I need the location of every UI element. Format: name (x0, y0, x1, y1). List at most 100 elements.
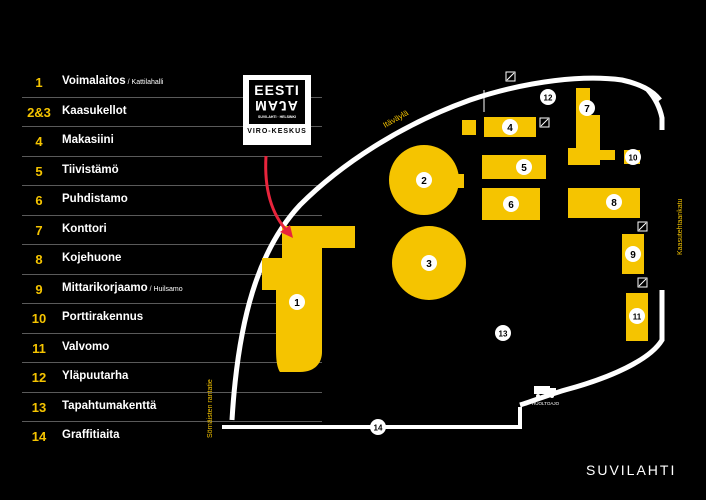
logo-line-suvilahti: SUVILAHTI · HELSINKI (258, 115, 296, 119)
marker-13: 13 (495, 325, 511, 341)
legend-number: 1 (35, 75, 43, 90)
legend-number: 13 (31, 399, 47, 415)
marker-6: 6 (503, 196, 519, 212)
legend-item: 9 Mittarikorjaamo / Huilsamo (22, 275, 322, 304)
svg-text:1: 1 (294, 298, 300, 309)
marker-8: 8 (606, 194, 622, 210)
legend-label: Mittarikorjaamo / Huilsamo (62, 282, 183, 294)
marker-14: 14 (370, 419, 386, 435)
legend-item: 6 Puhdistamo (22, 186, 322, 216)
legend-label: Yläpuutarha (62, 370, 128, 382)
kaasutehtaankatu-road (519, 290, 665, 408)
building-4-annex (462, 120, 476, 135)
truck-icon (534, 386, 556, 398)
brand-wordmark: SUVILAHTI (586, 462, 677, 478)
marker-10: 10 (625, 149, 641, 165)
legend-label-text: Valvomo (62, 340, 110, 353)
svg-text:10: 10 (629, 154, 638, 163)
legend-number: 8 (35, 252, 43, 267)
arrow-head (280, 225, 293, 238)
legend-label: Konttori (62, 223, 107, 235)
legend-label-text: Graffitiaita (62, 429, 120, 441)
legend-label-text: Konttori (62, 222, 107, 235)
legend-label: Tiivistämö (62, 164, 119, 176)
legend-sublabel: / Huilsamo (147, 285, 183, 293)
legend-item: 13 Tapahtumakenttä (22, 393, 322, 422)
legend-item: 4 Makasiini (22, 127, 322, 157)
legend-label: Tapahtumakenttä (62, 400, 156, 412)
legend-number: 4 (35, 134, 43, 149)
legend-item: 14 Graffitiaita (22, 422, 322, 451)
legend-number: 5 (35, 163, 43, 179)
legend-item: 11 Valvomo (22, 334, 322, 363)
legend-label-text: Makasiini (62, 134, 114, 146)
legend-label-text: Voimalaitos (62, 75, 126, 87)
building-1-voimalaitos (262, 226, 355, 372)
svg-text:9: 9 (630, 250, 636, 261)
building-5-tiivistamo (482, 155, 546, 179)
legend-item: 2&3 Kaasukellot (22, 98, 322, 127)
street-kaasutehtaankatu: Kaasutehtaankatu (677, 198, 684, 255)
legend-number: 6 (35, 193, 43, 208)
svg-text:11: 11 (633, 313, 642, 322)
legend-item: 1 Voimalaitos / Kattilahalli (22, 68, 322, 98)
marker-4: 4 (502, 119, 518, 135)
svg-text:12: 12 (544, 94, 553, 103)
legend-label: Porttirakennus (62, 311, 143, 323)
marker-7: 7 (579, 100, 595, 116)
legend-item: 10 Porttirakennus (22, 304, 322, 334)
legend-label-text: Kojehuone (62, 252, 122, 264)
svg-text:5: 5 (521, 163, 527, 174)
svg-text:2: 2 (421, 176, 427, 187)
building-8-kojehuone (568, 188, 640, 218)
marker-11: 11 (629, 308, 645, 324)
svg-text:13: 13 (499, 330, 508, 339)
legend-label-text: Tiivistämö (62, 163, 119, 176)
legend-number: 9 (35, 281, 43, 297)
svg-text:3: 3 (426, 259, 432, 270)
legend-label-text: Mittarikorjaamo (62, 281, 148, 294)
northeast-road-end (646, 88, 665, 130)
marker-12: 12 (540, 89, 556, 105)
legend-label-text: Puhdistamo (62, 193, 128, 205)
legend-label: Puhdistamo (62, 193, 128, 205)
direction-arrow (264, 155, 290, 234)
logo-caption: VIRO-KESKUS (247, 128, 307, 135)
accessible-entrance-markers (505, 71, 648, 288)
svg-text:8: 8 (611, 198, 617, 209)
svg-text:6: 6 (508, 200, 514, 211)
truck-label: HUOLTOAJO (532, 401, 560, 406)
legend-number: 2&3 (27, 104, 51, 120)
marker-9: 9 (625, 246, 641, 262)
svg-text:7: 7 (584, 104, 590, 115)
legend-number: 10 (31, 311, 47, 326)
logo-line-maja: MAJA (255, 98, 299, 114)
graffiti-wall-road (222, 407, 522, 429)
legend-label: Voimalaitos / Kattilahalli (62, 75, 163, 87)
legend-item: 8 Kojehuone (22, 245, 322, 275)
legend-label: Kojehuone (62, 252, 121, 264)
legend-number: 11 (32, 340, 46, 356)
itavayla-road (229, 75, 662, 421)
building-7-konttori (568, 88, 615, 165)
legend-label-text: Yläpuutarha (62, 370, 129, 382)
building-2-annex (454, 174, 464, 188)
legend-label: Makasiini (62, 134, 114, 146)
svg-text:14: 14 (374, 424, 383, 433)
legend-number: 14 (31, 429, 47, 444)
logo-line-eesti: EESTI (254, 82, 300, 98)
legend-label-text: Tapahtumakenttä (62, 399, 157, 412)
legend-label: Graffitiaita (62, 429, 120, 441)
marker-5: 5 (516, 159, 532, 175)
legend-label-text: Kaasukellot (62, 104, 127, 117)
legend-label: Valvomo (62, 341, 109, 353)
legend-label-text: Porttirakennus (62, 311, 144, 323)
legend-label: Kaasukellot (62, 105, 127, 117)
marker-3: 3 (421, 255, 437, 271)
marker-1: 1 (289, 294, 305, 310)
marker-2: 2 (416, 172, 432, 188)
eesti-maja-logo: EESTI MAJA SUVILAHTI · HELSINKI VIRO-KES… (243, 75, 311, 145)
